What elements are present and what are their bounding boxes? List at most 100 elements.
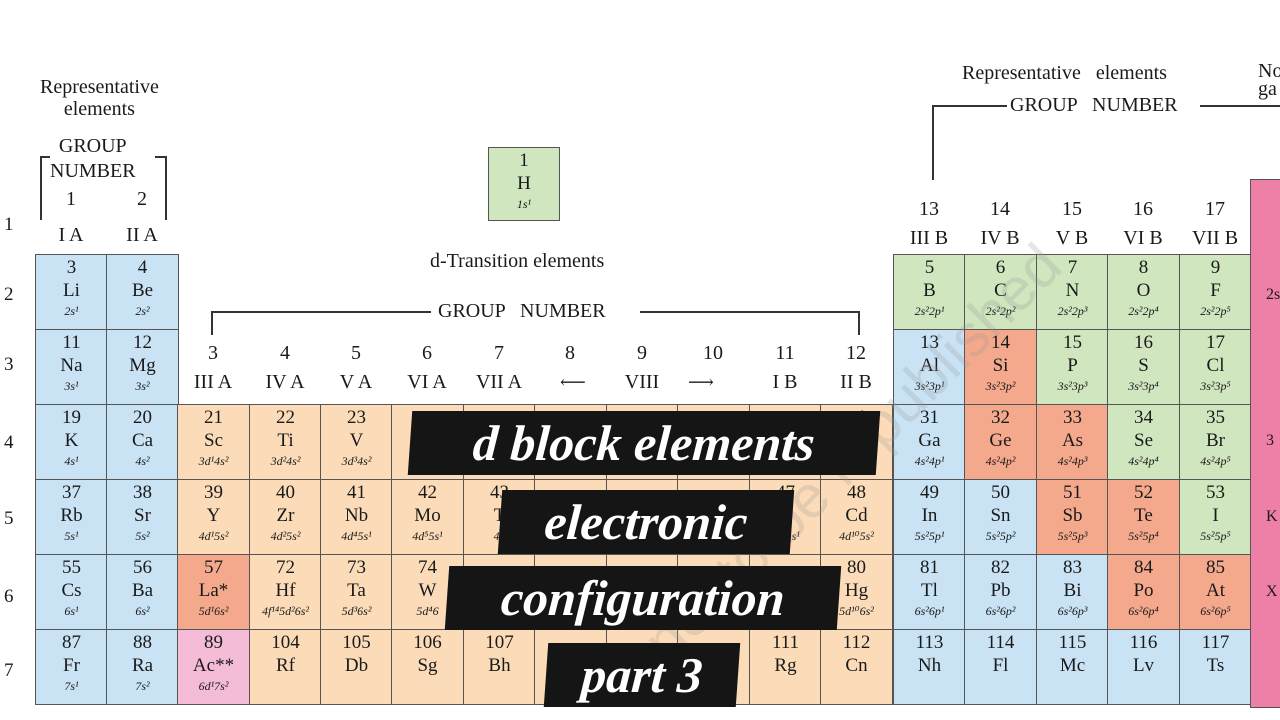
element-number: 117 (1201, 632, 1230, 653)
element-number: 32 (991, 407, 1010, 428)
element-cell-hydrogen: 1 H 1s¹ (488, 147, 560, 221)
element-number: 85 (1206, 557, 1225, 578)
element-symbol: Si (992, 355, 1009, 376)
representative-elements-left-label: Representative elements (40, 76, 159, 120)
element-config: 6s²6p⁴ (1128, 604, 1159, 618)
element-symbol: Cn (845, 655, 868, 676)
element-symbol: S (1138, 355, 1149, 376)
element-symbol: Hf (275, 580, 296, 601)
element-symbol: V (349, 430, 364, 451)
element-symbol: H (517, 173, 531, 194)
element-symbol: N (1065, 280, 1080, 301)
element-symbol: Nb (344, 505, 369, 526)
element-symbol: Ac** (192, 655, 235, 676)
element-config: 5s²5p³ (1057, 529, 1088, 543)
element-number: 23 (347, 407, 366, 428)
element-config: 4s²4p¹ (914, 454, 945, 468)
arrow-left-icon: ⟵ (560, 372, 586, 392)
element-number: 82 (991, 557, 1010, 578)
element-number: 12 (133, 332, 152, 353)
p-group-roman: VI B (1123, 227, 1163, 249)
element-symbol: At (1206, 580, 1225, 601)
element-number: 81 (920, 557, 939, 578)
element-number: 39 (204, 482, 223, 503)
element-config: 4d⁴5s¹ (341, 529, 372, 543)
element-config: 3s²3p¹ (914, 379, 945, 393)
element-number: 56 (133, 557, 152, 578)
element-symbol: O (1136, 280, 1151, 301)
noble-gas-column-partial (1250, 179, 1280, 708)
element-number: 4 (137, 257, 148, 278)
element-symbol: Al (920, 355, 939, 376)
element-config: 1s¹ (516, 197, 532, 211)
element-number: 14 (991, 332, 1010, 353)
element-number: 49 (920, 482, 939, 503)
period-label: 6 (4, 586, 14, 607)
d-group-tick-right (858, 311, 860, 335)
element-config: 2s²2p⁴ (1128, 304, 1159, 318)
element-config: 3s² (135, 379, 150, 393)
element-number: 72 (276, 557, 295, 578)
element-number: 38 (133, 482, 152, 503)
d-group-number: 10 (703, 342, 723, 364)
noble-gas-fragment: 2s (1266, 286, 1280, 303)
noble-gas-fragment: X (1266, 583, 1278, 600)
element-symbol: Zr (276, 505, 295, 526)
element-symbol: Li (63, 280, 80, 301)
d-group-roman: VI A (407, 371, 447, 393)
element-number: 51 (1063, 482, 1082, 503)
element-config: 3s¹ (64, 379, 79, 393)
element-number: 113 (915, 632, 944, 653)
element-number: 50 (991, 482, 1010, 503)
element-number: 73 (347, 557, 366, 578)
element-config: 2s²2p³ (1057, 304, 1088, 318)
p-group-line-left (932, 105, 1007, 107)
element-symbol: Db (344, 655, 369, 676)
element-config: 4d¹⁰5s² (839, 529, 874, 543)
element-symbol: Sc (204, 430, 223, 451)
element-config: 4s²4p⁴ (1128, 454, 1159, 468)
element-number: 106 (413, 632, 442, 653)
element-number: 105 (342, 632, 371, 653)
element-config: 6s²6p² (985, 604, 1016, 618)
element-symbol: Te (1134, 505, 1153, 526)
element-config: 6s²6p¹ (914, 604, 945, 618)
element-config: 2s²2p⁵ (1200, 304, 1231, 318)
element-symbol: In (921, 505, 938, 526)
element-number: 7 (1067, 257, 1078, 278)
group-2-roman: II A (126, 224, 158, 246)
bracket-right (165, 156, 167, 220)
element-number: 8 (1138, 257, 1149, 278)
element-number: 34 (1134, 407, 1153, 428)
element-config: 2s² (135, 304, 150, 318)
period-label: 5 (4, 508, 14, 529)
element-symbol: Mc (1059, 655, 1086, 676)
title-banner-line2: electronic (497, 490, 795, 554)
element-config: 3s²3p⁵ (1200, 379, 1231, 393)
element-config: 4s²4p² (985, 454, 1016, 468)
element-number: 20 (133, 407, 152, 428)
